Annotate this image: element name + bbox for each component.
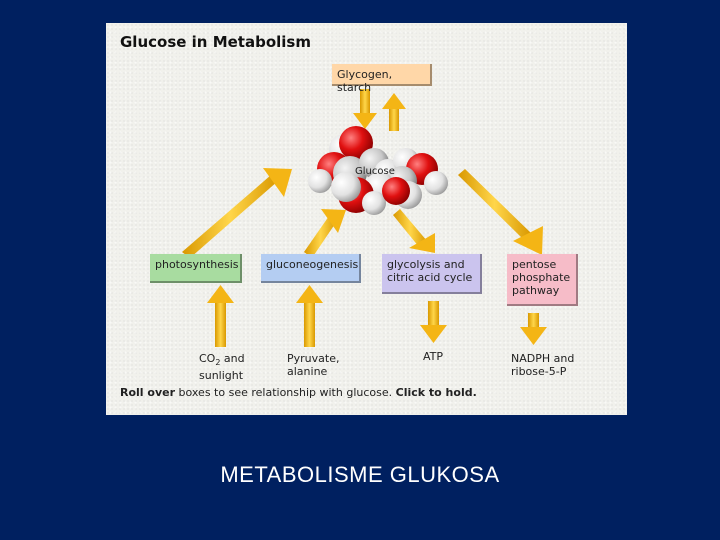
glycogen-starch-label: Glycogen, starch bbox=[337, 68, 393, 94]
co2-sunlight-label: CO2 and sunlight bbox=[199, 352, 245, 382]
pentose-phosphate-box[interactable]: pentose phosphate pathway bbox=[507, 254, 578, 306]
sunlight-text: sunlight bbox=[199, 369, 244, 383]
arrow-photosynthesis-to-glucose bbox=[182, 168, 292, 258]
nadph-ribose-label: NADPH and ribose-5-P bbox=[511, 352, 574, 378]
pyruvate-line2: alanine bbox=[287, 365, 328, 378]
arrow-glycogen-up bbox=[382, 93, 406, 131]
glycogen-starch-box[interactable]: Glycogen, starch bbox=[332, 64, 432, 94]
photosynthesis-label: photosynthesis bbox=[155, 258, 239, 271]
glycolysis-box[interactable]: glycolysis and citric acid cycle bbox=[382, 254, 482, 294]
arrow-co2-to-photosynthesis bbox=[207, 285, 234, 347]
glycolysis-label-line1: glycolysis and bbox=[387, 258, 465, 271]
gluconeogenesis-box[interactable]: gluconeogenesis bbox=[261, 254, 361, 283]
diagram-title: Glucose in Metabolism bbox=[120, 33, 311, 51]
instruction-middle-text: boxes to see relationship with glucose. bbox=[175, 386, 396, 399]
arrow-glycogen-down bbox=[353, 89, 377, 129]
pyruvate-line1: Pyruvate, bbox=[287, 352, 340, 365]
nadph-line2: ribose-5-P bbox=[511, 365, 567, 378]
slide-caption: METABOLISME GLUKOSA bbox=[220, 462, 500, 487]
instruction-text: Roll over boxes to see relationship with… bbox=[120, 386, 477, 399]
pentose-label-line2: phosphate bbox=[512, 271, 571, 284]
metabolism-panel: Glucose in Metabolism Glucose Glycogen, … bbox=[106, 23, 627, 415]
arrow-glucose-to-pentose bbox=[458, 169, 543, 255]
pentose-label-line3: pathway bbox=[512, 284, 560, 297]
atp-label: ATP bbox=[423, 350, 444, 363]
arrow-glycolysis-to-atp bbox=[420, 301, 447, 343]
click-to-hold-text: Click to hold. bbox=[395, 386, 477, 399]
pyruvate-alanine-label: Pyruvate, alanine bbox=[287, 352, 339, 378]
co2-and-text: and bbox=[220, 352, 245, 365]
arrow-pyruvate-to-gluconeogenesis bbox=[296, 285, 323, 347]
co2-line1: CO2 and bbox=[199, 352, 245, 369]
co2-text: CO bbox=[199, 352, 216, 365]
pentose-label-line1: pentose bbox=[512, 258, 557, 271]
arrow-gluconeogenesis-to-glucose bbox=[304, 209, 346, 258]
gluconeogenesis-label: gluconeogenesis bbox=[266, 258, 359, 271]
arrow-glucose-to-glycolysis bbox=[393, 209, 435, 253]
glycolysis-label-line2: citric acid cycle bbox=[387, 271, 473, 284]
nadph-line1: NADPH and bbox=[511, 352, 575, 365]
roll-over-text: Roll over bbox=[120, 386, 176, 399]
arrow-pentose-to-nadph bbox=[520, 313, 547, 345]
pathway-diagram bbox=[182, 89, 547, 347]
co2-subscript: 2 bbox=[215, 358, 221, 368]
photosynthesis-box[interactable]: photosynthesis bbox=[150, 254, 242, 283]
glucose-molecule bbox=[308, 126, 448, 215]
glucose-label: Glucose bbox=[355, 166, 395, 177]
